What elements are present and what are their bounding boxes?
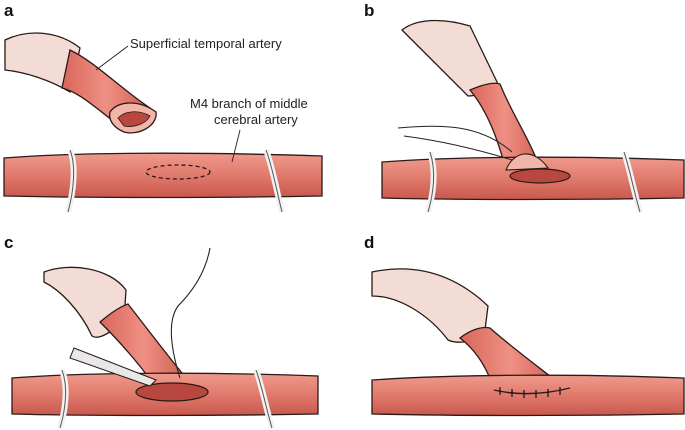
arteriotomy <box>135 382 209 402</box>
m4-annotation-line2: cerebral artery <box>214 112 298 127</box>
planned-arteriotomy <box>145 164 211 180</box>
suture-thread <box>397 125 513 153</box>
m4-annotation-line1: M4 branch of middle <box>190 96 308 111</box>
m4-recipient-artery <box>371 374 685 417</box>
panel-a: a Superficial temporal artery M4 branch … <box>3 1 323 213</box>
forceps-icon <box>69 347 157 387</box>
arteriotomy <box>509 168 571 184</box>
suture-thread <box>403 135 513 161</box>
sta-heel <box>505 153 550 171</box>
sta-leader-line <box>95 45 129 71</box>
panel-a-label: a <box>4 1 14 20</box>
panel-c: c <box>4 233 319 429</box>
sta-annotation: Superficial temporal artery <box>130 36 282 51</box>
sutured-anastomosis <box>493 387 571 395</box>
panel-d: d <box>364 233 685 417</box>
superficial-temporal-artery <box>99 303 188 383</box>
panel-b-label: b <box>364 1 374 20</box>
panel-d-label: d <box>364 233 374 252</box>
superficial-temporal-artery <box>468 82 541 171</box>
panel-b: b <box>364 1 685 213</box>
suture-stitches <box>499 387 561 398</box>
suture-thread <box>170 247 211 379</box>
sta-lumen <box>117 111 151 127</box>
panel-c-label: c <box>4 233 13 252</box>
m4-recipient-artery <box>3 152 323 199</box>
m4-leader-line <box>231 129 241 163</box>
